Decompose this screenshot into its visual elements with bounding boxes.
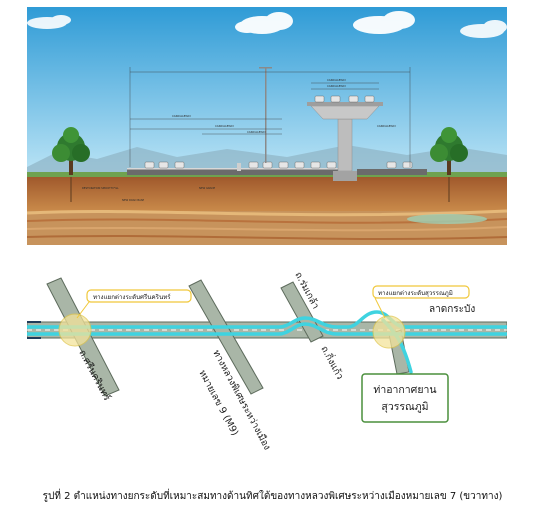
dimension-label: CARRIAGEWAY — [215, 124, 234, 128]
crossing-road-m9 — [188, 279, 264, 395]
ground-label: RESTORATION SMOOTH FILL — [82, 186, 119, 190]
cloud-icon — [460, 20, 507, 38]
airport-label-box: ท่าอากาศยาน สุวรรณภูมิ — [361, 373, 449, 423]
road-label-kingkaew: ถ.กิ่งแก้ว — [318, 343, 347, 381]
water-pocket — [407, 214, 487, 224]
soil-layer — [27, 177, 507, 211]
dimension-label: CARRIAGEWAY — [327, 84, 346, 88]
cloud-icon — [27, 15, 71, 29]
plan-map: ทางแยกต่างระดับศรีนครินทร์ ทางแยกต่างระด… — [27, 270, 507, 452]
tree-icon — [430, 127, 468, 175]
at-grade-road — [127, 169, 352, 175]
cross-section-illustration: CARRIAGEWAY CARRIAGEWAY CARRIAGEWAY CARR… — [27, 7, 507, 245]
cloud-icon — [235, 12, 293, 34]
dimension-label: CARRIAGEWAY — [327, 78, 346, 82]
callout-suvarnabhumi: ทางแยกต่างระดับสุวรรณภูมิ — [372, 285, 470, 319]
dimension-label: CARRIAGEWAY — [377, 124, 396, 128]
vehicles-at-grade — [144, 161, 413, 169]
cloud-icon — [353, 11, 415, 34]
dimension-label: CARRIAGEWAY — [172, 114, 191, 118]
dimension-label: CARRIAGEWAY — [247, 130, 266, 134]
ground-label: NEW GRADE — [199, 186, 215, 190]
interchange-marker-srinakarin — [58, 313, 92, 347]
airport-label-line2: สุวรรณภูมิ — [381, 401, 428, 413]
light-pole-icon — [259, 67, 272, 163]
callout-srinakarin-label: ทางแยกต่างระดับศรีนครินทร์ — [93, 293, 171, 301]
airport-label-line1: ท่าอากาศยาน — [373, 384, 436, 396]
ground-label: NEW ROAD BASE — [122, 198, 145, 202]
vehicles-elevated — [314, 95, 375, 103]
callout-srinakarin: ทางแยกต่างระดับศรีนครินทร์ — [76, 289, 192, 319]
tree-icon — [52, 127, 90, 175]
sky-background — [27, 7, 507, 172]
area-label-lat-krabang: ลาดกระบัง — [429, 304, 475, 315]
callout-suvarnabhumi-label: ทางแยกต่างระดับสุวรรณภูมิ — [378, 290, 453, 297]
elevated-pier — [307, 102, 383, 181]
interchange-marker-suvarnabhumi — [372, 315, 406, 349]
dimension-lines — [129, 67, 411, 167]
figure-caption: รูปที่ 2 ตำแหน่งทางยกระดับที่เหมาะสมทางด… — [42, 491, 503, 502]
